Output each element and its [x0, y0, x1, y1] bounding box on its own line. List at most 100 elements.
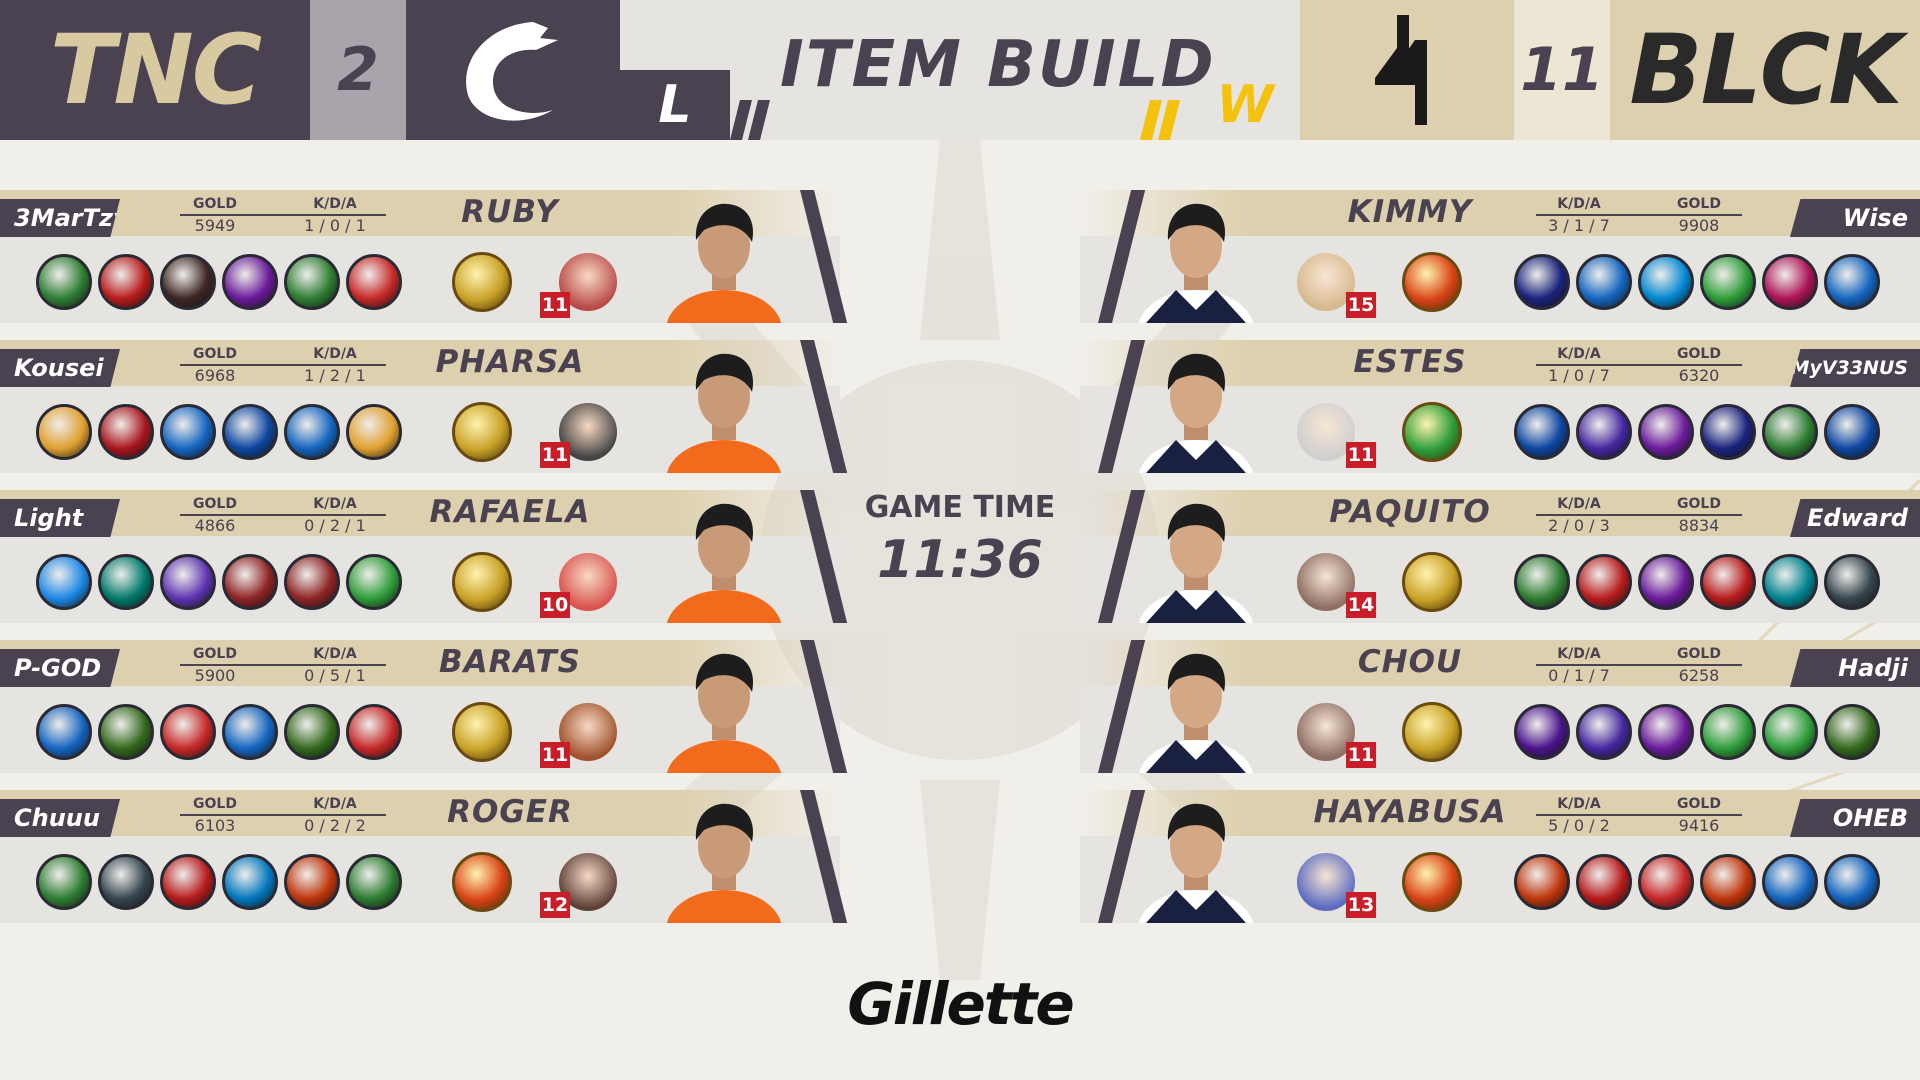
- item-icon: [1638, 854, 1694, 910]
- item-icon: [98, 254, 154, 310]
- item-icon: [1700, 404, 1756, 460]
- kda-label: K/D/A: [1557, 646, 1601, 662]
- hero-portrait-icon: [556, 550, 620, 614]
- item-icon: [1762, 254, 1818, 310]
- player-name: OhMyV33NUS: [1790, 349, 1920, 387]
- emblem-icon: [452, 552, 512, 612]
- left-team-name: TNC: [49, 14, 262, 126]
- item-icon: [160, 854, 216, 910]
- right-team-panel: BLCK: [1610, 0, 1920, 140]
- player-photo: [664, 790, 784, 923]
- hero-name: ESTES: [1353, 344, 1467, 380]
- item-icon: [1514, 554, 1570, 610]
- player-name: P-GOD: [0, 649, 120, 687]
- player-name: Wise: [1790, 199, 1920, 237]
- left-stripes-icon: [730, 100, 770, 140]
- emblem-icon: [1402, 702, 1462, 762]
- gold-label: GOLD: [1677, 496, 1721, 512]
- hero-level-badge: 11: [1346, 442, 1376, 468]
- gold-value: 5900: [194, 666, 236, 685]
- kda-label: K/D/A: [313, 196, 357, 212]
- player-photo: [1136, 490, 1256, 623]
- stat-divider: [180, 814, 386, 816]
- item-icon: [1576, 554, 1632, 610]
- player-name: Edward: [1790, 499, 1920, 537]
- hero-level-badge: 14: [1346, 592, 1376, 618]
- player-name: Kousei: [0, 349, 120, 387]
- left-team-panel: TNC: [0, 0, 310, 140]
- gold-value: 6258: [1678, 666, 1720, 685]
- item-icon: [36, 704, 92, 760]
- item-icon: [1638, 554, 1694, 610]
- item-icon: [346, 554, 402, 610]
- kda-value: 2 / 0 / 3: [1548, 516, 1610, 535]
- kda-value: 1 / 0 / 1: [304, 216, 366, 235]
- item-icon: [284, 254, 340, 310]
- stat-divider: [180, 364, 386, 366]
- emblem-icon: [1402, 852, 1462, 912]
- hero-name: ROGER: [447, 794, 573, 830]
- kda-value: 0 / 5 / 1: [304, 666, 366, 685]
- item-icon: [1824, 254, 1880, 310]
- gold-label: GOLD: [193, 646, 237, 662]
- item-icon: [98, 554, 154, 610]
- hero-level-badge: 11: [540, 442, 570, 468]
- player-photo: [664, 190, 784, 323]
- item-icon: [160, 704, 216, 760]
- item-icon: [1824, 854, 1880, 910]
- kda-value: 0 / 1 / 7: [1548, 666, 1610, 685]
- item-icon: [1762, 704, 1818, 760]
- scoreboard-header: TNC 2 L ITEM BUILD W 11 BLCK: [0, 0, 1920, 140]
- right-score-panel: 11: [1514, 0, 1610, 140]
- game-time-label: GAME TIME: [864, 490, 1056, 525]
- item-icon: [1576, 854, 1632, 910]
- hero-level-badge: 12: [540, 892, 570, 918]
- item-icon: [36, 854, 92, 910]
- right-team-score: 11: [1520, 35, 1604, 105]
- left-result-badge: L: [620, 70, 730, 140]
- gold-label: GOLD: [193, 496, 237, 512]
- hero-name: RAFAELA: [429, 494, 591, 530]
- gold-label: GOLD: [193, 196, 237, 212]
- kda-label: K/D/A: [313, 346, 357, 362]
- gold-label: GOLD: [193, 346, 237, 362]
- kda-label: K/D/A: [1557, 196, 1601, 212]
- item-icon: [98, 854, 154, 910]
- item-icon: [284, 704, 340, 760]
- item-icon: [1638, 254, 1694, 310]
- hero-level-badge: 11: [540, 742, 570, 768]
- player-photo: [664, 340, 784, 473]
- stat-divider: [180, 214, 386, 216]
- item-icon: [160, 254, 216, 310]
- stat-divider: [180, 514, 386, 516]
- hero-portrait-icon: [1294, 850, 1358, 914]
- game-time-value: 11:36: [877, 530, 1043, 590]
- hero-name: PHARSA: [435, 344, 585, 380]
- item-icon: [346, 854, 402, 910]
- blacklist-logo-icon: [1375, 15, 1427, 125]
- stat-divider: [1536, 514, 1742, 516]
- kda-label: K/D/A: [313, 646, 357, 662]
- kda-value: 5 / 0 / 2: [1548, 816, 1610, 835]
- right-team-logo: [1300, 0, 1514, 140]
- item-icon: [1638, 704, 1694, 760]
- item-icon: [1638, 404, 1694, 460]
- item-icon: [1576, 404, 1632, 460]
- right-result-badge: W: [1190, 70, 1300, 140]
- player-photo: [1136, 640, 1256, 773]
- hero-level-badge: 11: [540, 292, 570, 318]
- kda-value: 0 / 2 / 2: [304, 816, 366, 835]
- hero-name: RUBY: [461, 194, 559, 230]
- item-icon: [1576, 704, 1632, 760]
- item-icon: [284, 404, 340, 460]
- gold-label: GOLD: [1677, 646, 1721, 662]
- hero-level-badge: 11: [1346, 742, 1376, 768]
- gold-label: GOLD: [193, 796, 237, 812]
- left-team-logo: [406, 0, 620, 140]
- emblem-icon: [1402, 402, 1462, 462]
